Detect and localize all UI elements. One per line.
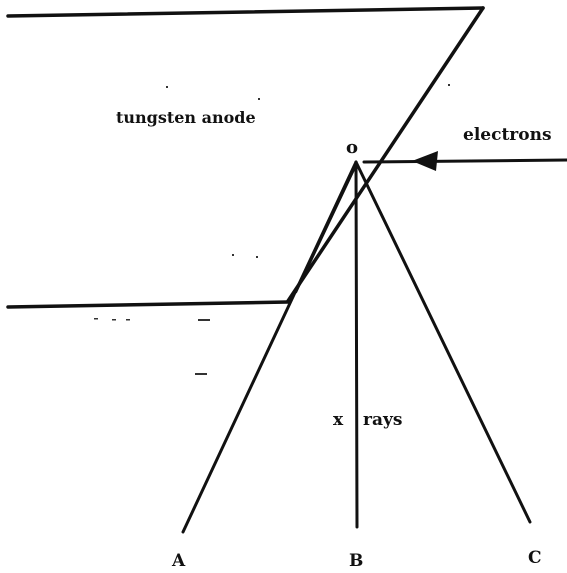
anode-bottom-edge (6, 300, 290, 309)
origin-label: o (346, 137, 359, 158)
x-label: x (333, 410, 344, 430)
xray-line-c (354, 160, 532, 524)
electron-arrowhead (412, 151, 438, 171)
point-c-label: C (528, 548, 542, 568)
xray-inner-line (294, 163, 358, 294)
anode-face (286, 6, 485, 303)
xray-line-b (354, 160, 359, 529)
anode-label: tungsten anode (116, 108, 256, 127)
point-b-label: B (349, 551, 364, 571)
scan-specks (94, 84, 450, 375)
rays-label: rays (363, 410, 403, 430)
electron-beam (362, 158, 567, 164)
electrons-label: electrons (463, 125, 552, 145)
anode-top-edge (6, 6, 485, 18)
point-a-label: A (172, 551, 186, 571)
